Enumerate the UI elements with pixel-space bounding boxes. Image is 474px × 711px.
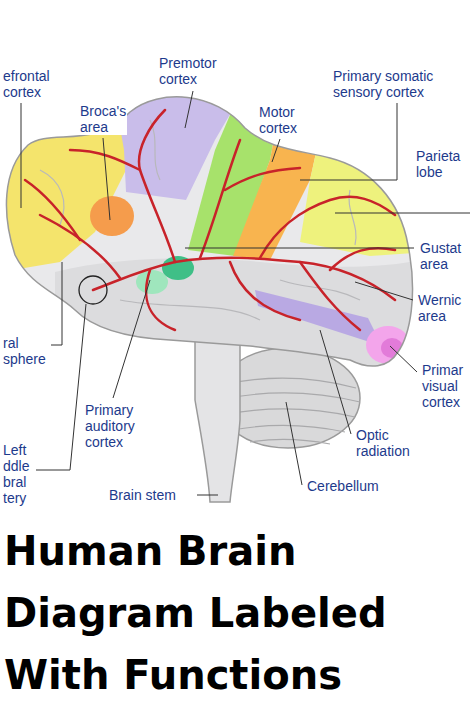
artery-marker-circle bbox=[79, 276, 107, 304]
leader-line bbox=[286, 402, 302, 485]
leader-line bbox=[300, 103, 397, 180]
wernicke-region bbox=[255, 290, 382, 346]
leader-line bbox=[272, 139, 280, 162]
artery-line bbox=[230, 262, 300, 320]
region-label: Motor cortex bbox=[258, 104, 298, 136]
temporal-region bbox=[55, 258, 430, 390]
folium-line bbox=[232, 425, 345, 432]
parietal-region bbox=[300, 80, 430, 256]
cortex-regions bbox=[0, 80, 430, 390]
region-label: Premotor cortex bbox=[158, 55, 218, 87]
region-label: Parieta lobe bbox=[415, 148, 461, 180]
leader-line bbox=[355, 282, 413, 300]
arteries bbox=[25, 110, 395, 330]
artery-line bbox=[139, 110, 175, 262]
leader-line bbox=[197, 495, 218, 496]
leader-line bbox=[335, 213, 470, 214]
region-label: Cerebellum bbox=[306, 478, 380, 494]
leader-line bbox=[21, 103, 22, 208]
region-label: Primary somatic sensory cortex bbox=[332, 68, 469, 100]
region-label: Primary auditory cortex bbox=[84, 402, 136, 450]
artery-line bbox=[146, 270, 175, 330]
leader-lines bbox=[21, 91, 470, 495]
leader-line bbox=[185, 91, 193, 128]
leader-line bbox=[185, 248, 414, 249]
leader-line bbox=[103, 138, 110, 220]
cerebrum-outline bbox=[6, 97, 412, 366]
region-label: Gustat area bbox=[419, 240, 462, 272]
artery-line bbox=[200, 140, 240, 258]
leader-line bbox=[320, 330, 351, 434]
folium-line bbox=[250, 439, 330, 444]
sulci bbox=[40, 120, 360, 320]
artery-line bbox=[225, 168, 300, 190]
region-label: efrontal cortex bbox=[2, 68, 51, 100]
artery-line bbox=[300, 262, 360, 330]
region-label: Left ddle bral tery bbox=[2, 442, 30, 506]
auditory-region bbox=[136, 270, 168, 294]
leader-line bbox=[51, 262, 62, 345]
region-label: Broca's area bbox=[79, 103, 127, 135]
artery-line bbox=[93, 258, 395, 300]
leader-line bbox=[113, 280, 150, 398]
region-label: Optic radiation bbox=[355, 427, 411, 459]
artery-line bbox=[330, 248, 395, 270]
region-label: Wernic area bbox=[417, 292, 462, 324]
region-label: ral sphere bbox=[2, 335, 47, 367]
sulcus-line bbox=[150, 120, 160, 180]
region-label: Primar visual cortex bbox=[421, 362, 464, 410]
brain-stem-shape bbox=[195, 335, 240, 502]
artery-line bbox=[25, 180, 80, 240]
artery-line bbox=[40, 215, 120, 278]
leader-line bbox=[36, 304, 86, 470]
diagram-title: Human Brain Diagram Labeled With Functio… bbox=[4, 520, 414, 706]
broca-region bbox=[90, 196, 134, 236]
region-label: Brain stem bbox=[108, 487, 177, 503]
leader-line bbox=[390, 346, 417, 372]
